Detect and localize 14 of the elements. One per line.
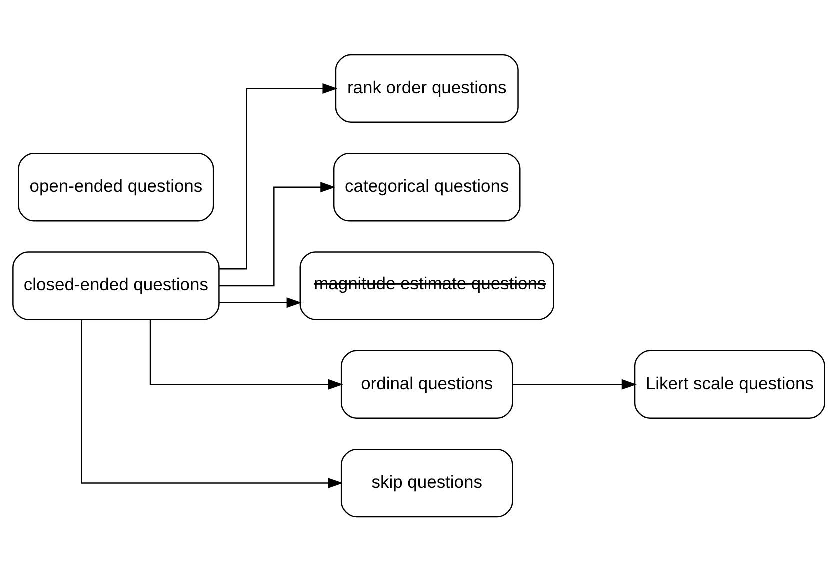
arrow (512, 378, 637, 390)
arrow (219, 297, 302, 308)
node-box: closed-ended questions (12, 251, 220, 320)
node-box: categorical questions (333, 152, 521, 222)
node-box: ordinal questions (340, 350, 514, 418)
node-box: open-ended questions (18, 152, 214, 222)
node-box: rank order questions (335, 54, 519, 123)
arrow (150, 319, 344, 390)
node-box: Likert scale questions (634, 350, 826, 418)
node-box: magnitude estimate questions (300, 251, 554, 320)
arrow (81, 319, 344, 488)
node-box: skip questions (340, 448, 514, 518)
arrow (219, 82, 338, 270)
arrow (219, 182, 336, 286)
